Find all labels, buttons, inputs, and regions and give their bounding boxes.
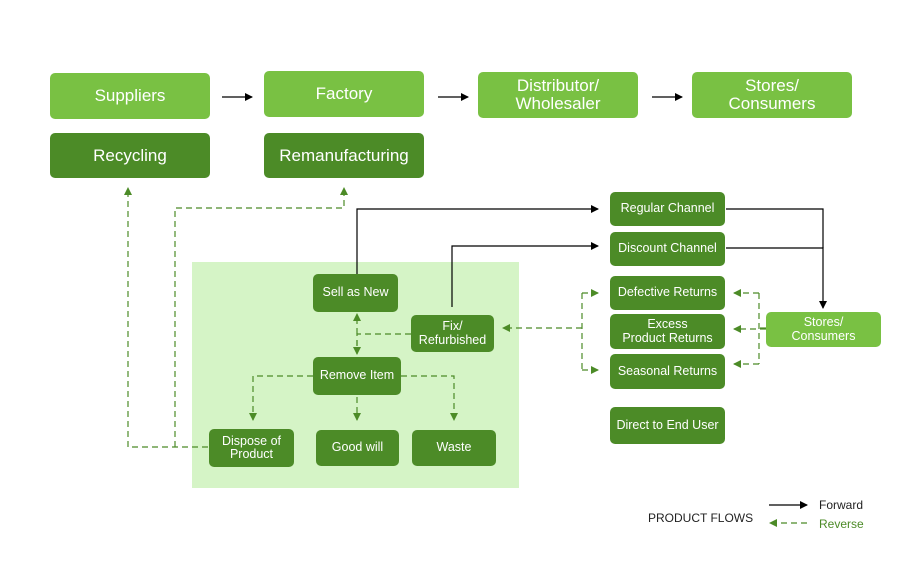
forward-arrows-channels — [356, 205, 827, 309]
legend-forward-label: Forward — [819, 498, 864, 512]
remanufacturing-box: Remanufacturing — [264, 133, 424, 178]
dispose-of-product-box: Dispose of Product — [209, 429, 294, 467]
excess-returns-box: Excess Product Returns — [610, 314, 725, 349]
arrow-remove-waste — [401, 375, 458, 421]
regular-channel-box: Regular Channel — [610, 192, 725, 226]
remove-item-box: Remove Item — [313, 357, 401, 395]
fix-refurbished-box: Fix/ Refurbished — [411, 315, 494, 352]
sell-as-new-box: Sell as New — [313, 274, 398, 312]
discount-channel-box: Discount Channel — [610, 232, 725, 266]
line-fix-to-remove — [356, 333, 411, 348]
distributor-wholesaler-box: Distributor/ Wholesaler — [478, 72, 638, 118]
arrow-fix-discount — [451, 242, 599, 307]
suppliers-box: Suppliers — [50, 73, 210, 119]
waste-box: Waste — [412, 430, 496, 466]
arrow-zone-remanufacturing — [174, 187, 348, 447]
arrow-sellnew-regular — [356, 205, 599, 274]
good-will-box: Good will — [316, 430, 399, 466]
reverse-arrows — [124, 187, 766, 448]
arrow-discount-stores — [726, 247, 827, 309]
stores-consumers-top-box: Stores/ Consumers — [692, 72, 852, 118]
legend-reverse-label: Reverse — [819, 517, 864, 531]
recycling-box: Recycling — [50, 133, 210, 178]
defective-returns-box: Defective Returns — [610, 276, 725, 310]
seasonal-returns-box: Seasonal Returns — [610, 354, 725, 389]
factory-box: Factory — [264, 71, 424, 117]
line-regular-to-stores — [726, 208, 824, 248]
arrow-dispose-recycling — [124, 187, 208, 448]
direct-to-end-user-box: Direct to End User — [610, 407, 725, 444]
legend-title: PRODUCT FLOWS — [648, 511, 754, 525]
arrow-remove-dispose — [249, 375, 313, 421]
stores-consumers-right-box: Stores/ Consumers — [766, 312, 881, 347]
